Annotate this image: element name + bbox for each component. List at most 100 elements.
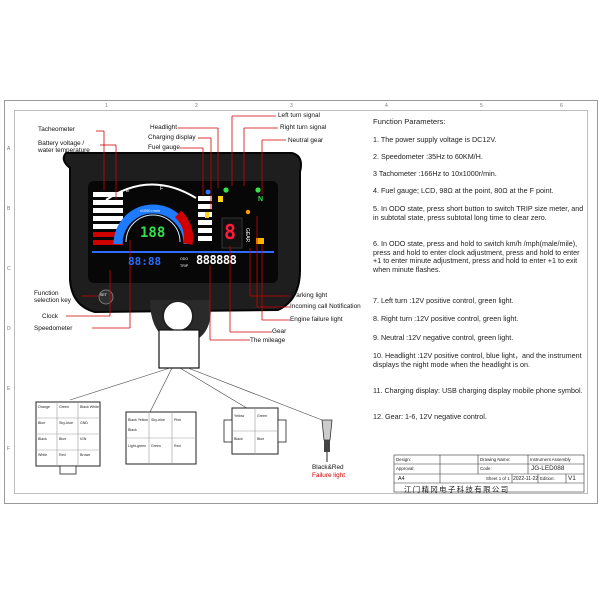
grid-label: D xyxy=(7,326,11,332)
grid-label: 2 xyxy=(195,103,198,109)
left-turn-indicator xyxy=(223,187,229,193)
parameter-item: 4. Fuel gauge; LCD, 98Ω at the point, 80… xyxy=(373,186,554,195)
tachometer-inner-ring xyxy=(125,214,181,243)
pin-label: IGN xyxy=(80,437,87,441)
grid-label: 4 xyxy=(385,103,388,109)
pin-label: Green xyxy=(257,414,267,418)
grid-label: C xyxy=(7,266,11,272)
pin-label: Light-green xyxy=(128,444,147,448)
connector-1 xyxy=(35,401,101,475)
tachometer-redzone xyxy=(174,210,194,245)
tacho-unit-label: x1000 r/min xyxy=(140,209,160,213)
parameter-item: 11. Charging display: USB charging displ… xyxy=(373,386,583,395)
gear-word: GEAR xyxy=(244,228,250,243)
function-key xyxy=(98,289,114,305)
grid-label: 1 xyxy=(105,103,108,109)
mount-hole xyxy=(162,300,194,332)
parameter-item: 12. Gear: 1-6, 12V negative control. xyxy=(373,412,487,421)
pin-label: Green xyxy=(59,405,69,409)
parameter-item: 6. In ODO state, press and hold to switc… xyxy=(373,239,580,274)
label-clock: Clock xyxy=(42,313,58,320)
label-right-turn: Right turn signal xyxy=(280,124,327,131)
label-battery: Battery voltage / water temperature xyxy=(38,140,90,154)
grid-label: F xyxy=(7,446,11,452)
tb-code-label: Code: xyxy=(480,466,492,471)
neutral-letter: N xyxy=(258,196,264,203)
tb-edition: V1 xyxy=(568,475,576,482)
grid-label: E xyxy=(7,386,11,392)
pin-label: GND xyxy=(80,421,88,425)
fuel-full-label: F xyxy=(160,186,164,192)
label-incoming: Incoming call Notification xyxy=(290,303,361,310)
pin-label: White xyxy=(38,453,48,457)
pin-label: Blue xyxy=(38,421,46,425)
parameter-item: 2. Speedometer :35Hz to 60KM/H. xyxy=(373,152,483,161)
title-block xyxy=(393,454,585,493)
drawing-inner-border xyxy=(14,110,588,494)
parameter-item: 9. Neutral :12V negative control, green … xyxy=(373,333,514,342)
pin-label: Orange xyxy=(38,405,50,409)
headlight-indicator xyxy=(205,189,211,195)
pin-label: Red xyxy=(59,453,66,457)
pin-label: Black White xyxy=(80,405,99,409)
tb-design-label: Design: xyxy=(396,457,411,462)
label-neutral: Neutral gear xyxy=(288,137,324,144)
pin-label: Sky-blue xyxy=(59,421,73,425)
label-charging: Charging display xyxy=(148,134,196,141)
parameter-item: 1. The power supply voltage is DC12V. xyxy=(373,135,497,144)
grid-label: 5 xyxy=(480,103,483,109)
clock-readout: 88:88 xyxy=(128,255,162,268)
pin-label: Green xyxy=(151,444,161,448)
charging-indicator xyxy=(205,212,209,218)
gear-digit: 8 xyxy=(224,220,237,244)
incoming-call-indicator xyxy=(245,209,251,215)
tb-size: A4 xyxy=(398,476,405,482)
label-headlight: Headlight xyxy=(150,124,178,131)
parameter-item: 3 Tachometer :166Hz to 10x1000r/min. xyxy=(373,169,497,178)
tb-company: 江门精冈电子科技有限公司 xyxy=(404,485,510,494)
harness-body xyxy=(158,329,200,369)
label-left-turn: Left turn signal xyxy=(278,112,320,119)
tb-edition-label: Edition: xyxy=(540,476,555,481)
grid-label: B xyxy=(7,206,11,212)
label-parking: Parking light xyxy=(292,292,328,299)
pin-label: Sky-blue xyxy=(151,418,165,422)
tb-sheet: Sheet 1 of 1 xyxy=(486,476,510,481)
engine-failure-indicator xyxy=(256,238,264,244)
label-failure-light: Failure light xyxy=(312,472,346,479)
grid-label: 3 xyxy=(290,103,293,109)
pin-label: Black Yellow xyxy=(128,418,148,422)
failure-light-terminal xyxy=(321,419,333,462)
pin-label: Black xyxy=(234,437,243,441)
odo-label: ODO xyxy=(180,257,189,261)
left-leader-lines xyxy=(66,130,131,329)
tb-date: 2022-11-22 xyxy=(513,476,539,482)
connector-3 xyxy=(223,407,287,455)
label-mileage: The mileage xyxy=(250,337,286,344)
display-divider xyxy=(92,251,274,253)
gear-display-box xyxy=(221,217,243,249)
label-fuel: Fuel gauge xyxy=(148,144,180,151)
label-tachometer: Tacheometer xyxy=(38,126,75,133)
trip-label: TRIP xyxy=(180,264,189,268)
pin-label: Black xyxy=(38,437,47,441)
pin-label: Brown xyxy=(80,453,91,457)
pin-label: Yellow xyxy=(234,414,245,418)
label-function-key: Function selection key xyxy=(34,290,71,304)
left-bar-gauge xyxy=(93,192,123,245)
fuel-empty-label: E xyxy=(126,188,130,194)
fuel-arc xyxy=(105,183,197,201)
tb-drawing-name: Instrument Assembly xyxy=(530,457,571,462)
pin-label: Blue xyxy=(59,437,67,441)
speed-readout: 188 xyxy=(140,225,166,241)
parameter-item: 7. Left turn :12V positive control, gree… xyxy=(373,296,514,305)
top-leader-lines xyxy=(178,115,286,210)
parameter-item: 8. Right turn :12V positive control, gre… xyxy=(373,314,519,323)
function-key-label[interactable]: SET xyxy=(100,293,107,297)
pin-label: Red xyxy=(174,444,181,448)
parameter-item: 10. Headlight :12V positive control, blu… xyxy=(373,351,582,369)
tb-approval-label: Approval: xyxy=(396,466,415,471)
connector-2 xyxy=(125,411,197,465)
parameter-item: 5. In ODO state, press short button to s… xyxy=(373,204,584,222)
